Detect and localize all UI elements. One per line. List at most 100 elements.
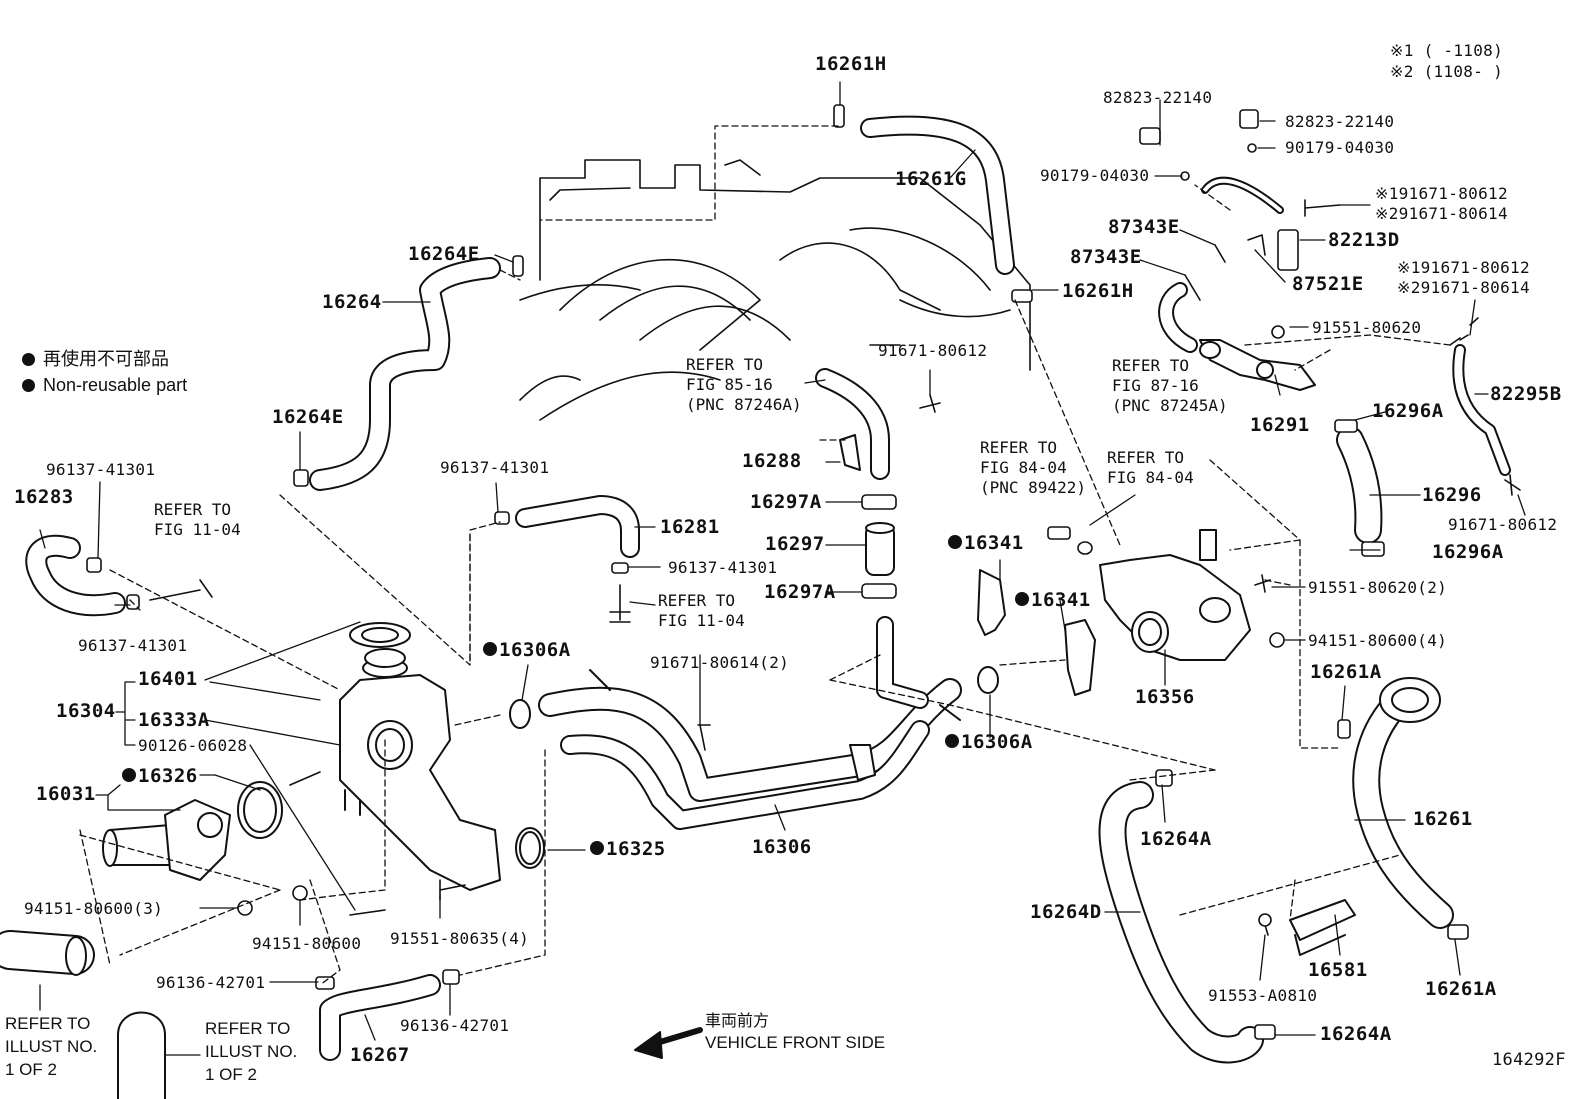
part-label-16291[interactable]: 16291 bbox=[1250, 414, 1310, 436]
part-label-91671-80614[interactable]: ※291671-80614 bbox=[1375, 204, 1508, 223]
part-label-91671-80612[interactable]: ※191671-80612 bbox=[1397, 258, 1530, 277]
note-1: ※1 ( -1108) bbox=[1390, 41, 1504, 60]
part-label-90126-06028[interactable]: 90126-06028 bbox=[138, 736, 248, 755]
refer-illust-1[interactable]: REFER TO ILLUST NO. 1 OF 2 bbox=[5, 1014, 98, 1079]
part-label-16296A[interactable]: 16296A bbox=[1432, 541, 1504, 563]
part-label-96137-41301[interactable]: 96137-41301 bbox=[46, 460, 156, 479]
part-label-16264A[interactable]: 16264A bbox=[1140, 828, 1212, 850]
part-label-16264D[interactable]: 16264D bbox=[1030, 901, 1102, 923]
part-label-16264E[interactable]: 16264E bbox=[408, 243, 480, 265]
part-label-91671-80614-2[interactable]: 91671-80614(2) bbox=[650, 653, 790, 672]
refer-fig-84-04[interactable]: REFER TO FIG 84-04 (PNC 89422) bbox=[980, 438, 1086, 497]
part-label-96137-41301[interactable]: 96137-41301 bbox=[668, 558, 778, 577]
gaskets bbox=[509, 569, 1096, 869]
part-label-16326[interactable]: 16326 bbox=[122, 767, 198, 786]
part-label-82823-22140[interactable]: 82823-22140 bbox=[1103, 88, 1213, 107]
part-label-91551-80635-4[interactable]: 91551-80635(4) bbox=[390, 929, 530, 948]
part-label-16031[interactable]: 16031 bbox=[36, 783, 96, 805]
part-label-16333A[interactable]: 16333A bbox=[138, 709, 210, 731]
part-label-16267[interactable]: 16267 bbox=[350, 1044, 410, 1066]
part-label-82213D[interactable]: 82213D bbox=[1328, 229, 1400, 251]
hose-16296 bbox=[1336, 426, 1383, 544]
bullet-icon bbox=[22, 353, 35, 366]
part-label-16264A[interactable]: 16264A bbox=[1320, 1023, 1392, 1045]
part-label-16288[interactable]: 16288 bbox=[742, 450, 802, 472]
part-label-91671-80612[interactable]: 91671-80612 bbox=[1448, 515, 1558, 534]
part-label-91551-80620-2[interactable]: 91551-80620(2) bbox=[1308, 578, 1448, 597]
part-label-16261A[interactable]: 16261A bbox=[1425, 978, 1497, 1000]
part-label-96137-41301[interactable]: 96137-41301 bbox=[440, 458, 550, 477]
part-label-96136-42701[interactable]: 96136-42701 bbox=[156, 973, 266, 992]
part-label-16281[interactable]: 16281 bbox=[660, 516, 720, 538]
intake-manifold-outline bbox=[519, 159, 1031, 421]
vehicle-front-arrow bbox=[634, 1027, 703, 1059]
refer-fig-11-04[interactable]: REFER TO FIG 11-04 bbox=[154, 500, 241, 539]
part-label-96137-41301[interactable]: 96137-41301 bbox=[78, 636, 188, 655]
refer-fig-87-16[interactable]: REFER TO FIG 87-16 (PNC 87245A) bbox=[1112, 356, 1228, 415]
refer-illust-1[interactable]: REFER TO ILLUST NO. 1 OF 2 bbox=[205, 1019, 298, 1084]
part-label-91671-80612[interactable]: 91671-80612 bbox=[878, 341, 988, 360]
part-label-16264[interactable]: 16264 bbox=[322, 291, 382, 313]
bracket-16581 bbox=[1289, 899, 1356, 956]
part-label-16356[interactable]: 16356 bbox=[1135, 686, 1195, 708]
part-label-16261G[interactable]: 16261G bbox=[895, 168, 967, 190]
part-label-94151-80600-4[interactable]: 94151-80600(4) bbox=[1308, 631, 1448, 650]
leader-lines bbox=[39, 81, 1526, 1056]
part-label-16283[interactable]: 16283 bbox=[14, 486, 74, 508]
bypass-outlet-16291 bbox=[1199, 339, 1316, 391]
thermostat-16031 bbox=[102, 781, 283, 881]
part-label-16261H[interactable]: 16261H bbox=[1062, 280, 1134, 302]
part-label-16306A[interactable]: 16306A bbox=[483, 641, 571, 660]
legend-en-text: Non-reusable part bbox=[43, 375, 188, 395]
part-label-16306[interactable]: 16306 bbox=[752, 836, 812, 858]
part-label-16297A[interactable]: 16297A bbox=[750, 491, 822, 513]
part-label-90179-04030[interactable]: 90179-04030 bbox=[1285, 138, 1395, 157]
bullet-icon bbox=[22, 379, 35, 392]
hose-16267 bbox=[319, 974, 441, 1061]
non-reusable-icon bbox=[122, 768, 136, 782]
part-label-87521E[interactable]: 87521E bbox=[1292, 273, 1364, 295]
part-number-16341: 16341 bbox=[1031, 589, 1091, 611]
refer-fig-84-04[interactable]: REFER TO FIG 84-04 bbox=[1107, 448, 1194, 487]
part-label-16297A[interactable]: 16297A bbox=[764, 581, 836, 603]
part-label-16306A[interactable]: 16306A bbox=[945, 733, 1033, 752]
part-label-16264E[interactable]: 16264E bbox=[272, 406, 344, 428]
part-label-87343E[interactable]: 87343E bbox=[1108, 216, 1180, 238]
part-label-16296A[interactable]: 16296A bbox=[1372, 400, 1444, 422]
part-label-16296[interactable]: 16296 bbox=[1422, 484, 1482, 506]
part-label-87343E[interactable]: 87343E bbox=[1070, 246, 1142, 268]
part-label-16581[interactable]: 16581 bbox=[1308, 959, 1368, 981]
part-label-16261H[interactable]: 16261H bbox=[815, 53, 887, 75]
part-label-16297[interactable]: 16297 bbox=[765, 533, 825, 555]
part-label-16261A[interactable]: 16261A bbox=[1310, 661, 1382, 683]
refer-fig-85-16[interactable]: REFER TO FIG 85-16 (PNC 87246A) bbox=[686, 355, 802, 414]
part-label-96136-42701[interactable]: 96136-42701 bbox=[400, 1016, 510, 1035]
refer-fig-11-04[interactable]: REFER TO FIG 11-04 bbox=[658, 591, 745, 630]
part-label-94151-80600[interactable]: 94151-80600 bbox=[252, 934, 362, 953]
part-label-82823-22140[interactable]: 82823-22140 bbox=[1285, 112, 1395, 131]
part-label-94151-80600-3[interactable]: 94151-80600(3) bbox=[24, 899, 164, 918]
part-label-91671-80614[interactable]: ※291671-80614 bbox=[1397, 278, 1530, 297]
hose-ref-left bbox=[0, 930, 166, 1099]
part-label-91551-80620[interactable]: 91551-80620 bbox=[1312, 318, 1422, 337]
part-label-16261[interactable]: 16261 bbox=[1413, 808, 1473, 830]
legend-en: Non-reusable part bbox=[22, 376, 187, 394]
pipe-16306 bbox=[538, 616, 962, 830]
part-label-91553-A0810[interactable]: 91553-A0810 bbox=[1208, 986, 1318, 1005]
part-number-16325: 16325 bbox=[606, 838, 666, 860]
front-side-label: 車両前方 VEHICLE FRONT SIDE bbox=[705, 1010, 885, 1054]
part-label-82295B[interactable]: 82295B bbox=[1490, 383, 1562, 405]
part-label-91671-80612[interactable]: ※191671-80612 bbox=[1375, 184, 1508, 203]
part-label-16304[interactable]: 16304 bbox=[56, 700, 116, 722]
diagram-id: 164292F bbox=[1492, 1050, 1566, 1070]
part-label-16325[interactable]: 16325 bbox=[590, 840, 666, 859]
non-reusable-icon bbox=[590, 841, 604, 855]
part-number-16326: 16326 bbox=[138, 765, 198, 787]
part-label-16341[interactable]: 16341 bbox=[948, 534, 1024, 553]
part-label-90179-04030[interactable]: 90179-04030 bbox=[1040, 166, 1150, 185]
part-label-16401[interactable]: 16401 bbox=[138, 668, 198, 690]
hose-16261G bbox=[860, 115, 1015, 275]
part-label-16341[interactable]: 16341 bbox=[1015, 591, 1091, 610]
